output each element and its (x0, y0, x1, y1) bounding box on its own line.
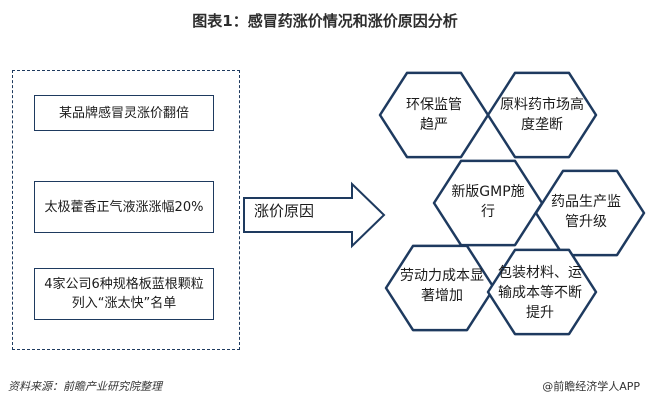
event-box-ganmaoling: 某品牌感冒灵涨价翻倍 (34, 95, 214, 131)
reason-label-labor: 劳动力成本显著增加 (400, 268, 484, 304)
hexagon-api-monopoly (486, 71, 598, 159)
hexagon-labor (384, 244, 496, 332)
reason-label-api-monopoly: 原料药市场高度垄断 (500, 97, 584, 133)
arrow-label: 涨价原因 (254, 202, 315, 220)
hexagon-gmp (432, 159, 544, 247)
event-box-huoxiang: 太极藿香正气液涨涨幅20% (34, 181, 214, 233)
credit-note: @前瞻经济学人APP (542, 380, 640, 393)
hexagon-packaging (486, 248, 598, 336)
hexagon-environment (378, 71, 490, 159)
reason-label-regulation: 药品生产监管升级 (551, 194, 621, 230)
source-note: 资料来源：前瞻产业研究院整理 (8, 380, 162, 393)
reason-label-packaging: 包装材料、运输成本等不断提升 (498, 265, 582, 321)
chart-title: 图表1：感冒药涨价情况和涨价原因分析 (192, 12, 458, 30)
reason-label-environment: 环保监管趋严 (406, 97, 462, 133)
event-box-banlangen: 4家公司6种规格板蓝根颗粒列入“涨太快”名单 (34, 268, 214, 320)
hexagon-regulation (534, 169, 646, 257)
event-text: 太极藿香正气液涨涨幅20% (44, 199, 204, 215)
event-text: 某品牌感冒灵涨价翻倍 (58, 105, 189, 121)
arrow-shape (243, 181, 386, 249)
reason-label-gmp: 新版GMP施行 (451, 184, 525, 220)
event-text: 4家公司6种规格板蓝根颗粒列入“涨太快”名单 (44, 277, 204, 311)
events-container (12, 70, 240, 350)
